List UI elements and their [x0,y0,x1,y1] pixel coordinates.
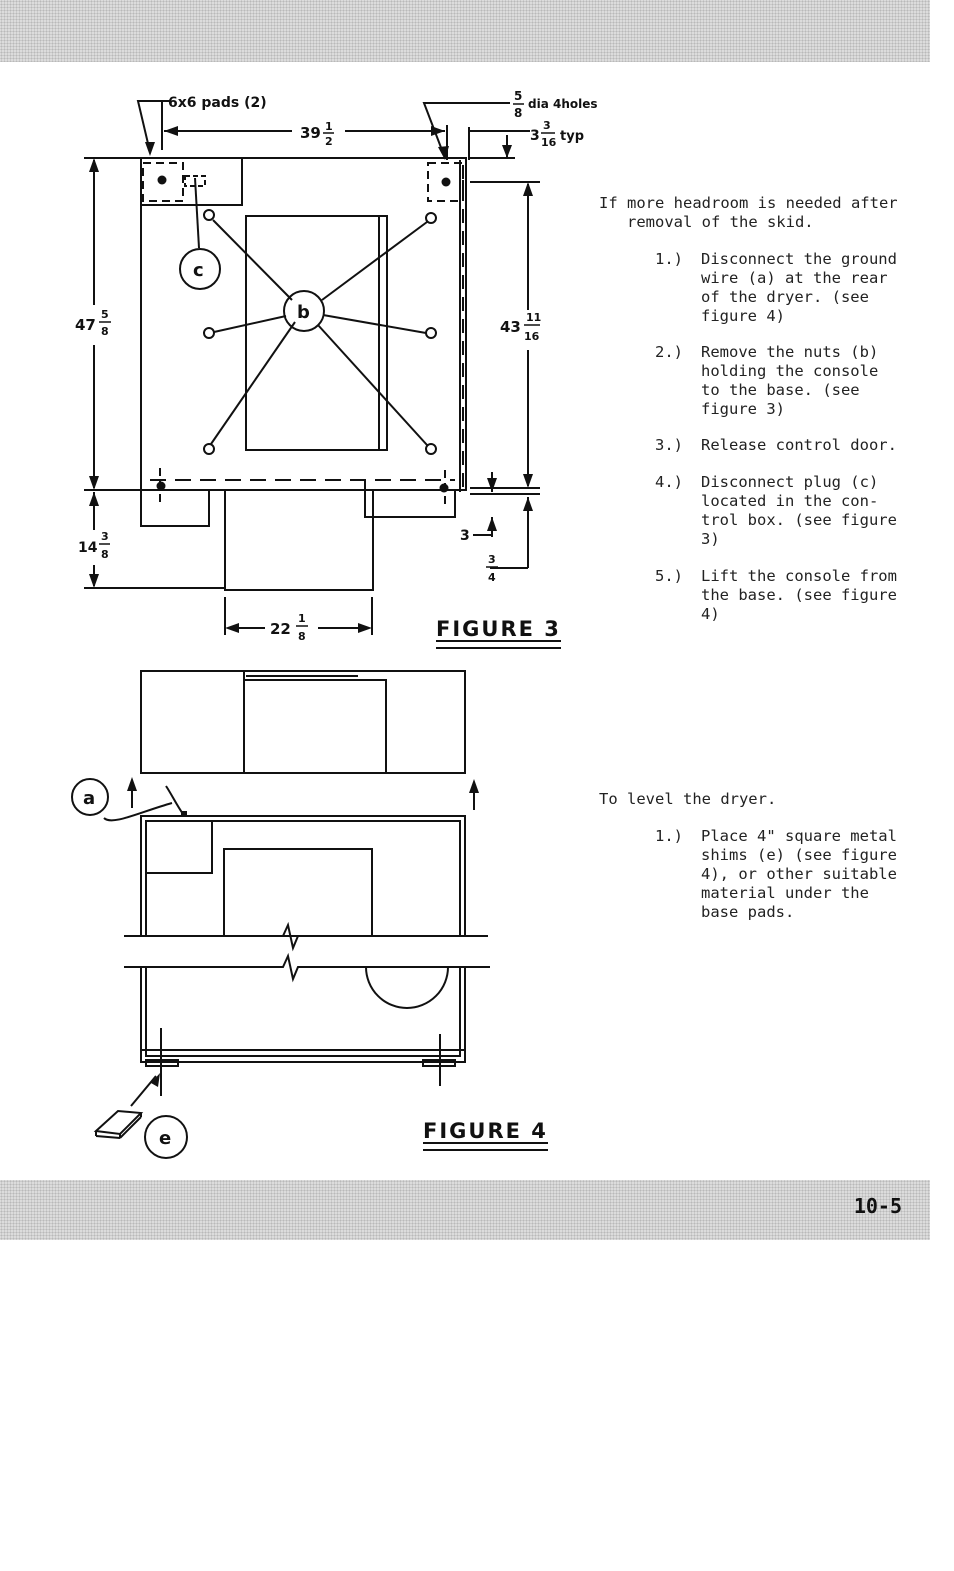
step-number: 2.) [655,343,683,361]
headroom-step-2: 2.) Remove the nuts (b) holding the cons… [655,343,915,419]
level-step-1: 1.) Place 4" square metal shims (e) (see… [655,827,915,922]
step-line: of the dryer. (see [701,288,869,306]
headroom-step-4: 4.) Disconnect plug (c) located in the c… [655,473,915,549]
callout-b: b [297,302,310,323]
callout-e: e [159,1128,171,1149]
offset-dim-num: 3 [543,119,551,132]
console-outline [140,670,466,774]
step-number: 3.) [655,436,683,454]
headroom-step-5: 5.) Lift the console from the base. (see… [655,567,915,624]
intro-line: To level the dryer. [599,790,777,808]
base-dim-num: 3 [101,530,109,543]
step-line: Remove the nuts (b) [701,343,879,361]
step-line: shims (e) (see figure [701,846,897,864]
step-line: holding the console [701,362,879,380]
bottom-footer-band [0,1180,930,1240]
step-line: wire (a) at the rear [701,269,888,287]
figure-4-drawing: a e [71,670,490,1159]
small-dim-label: 3 [460,528,470,544]
width-dim-den: 2 [325,135,333,148]
step-line: Lift the console from [701,567,897,585]
control-box [140,157,243,206]
step-line: Release control door. [701,436,897,454]
top-header-band [0,0,930,62]
width-dim-num: 1 [325,120,333,133]
page-number: 10-5 [853,1194,902,1218]
level-intro: To level the dryer. [599,790,776,809]
headroom-intro: If more headroom is needed after removal… [599,194,898,232]
holes-label: dia 4holes [528,97,598,111]
frac-dim-num: 3 [488,553,496,566]
step-line: 4), or other suitable [701,865,897,883]
callout-c: c [193,260,204,281]
offset-dim-den: 16 [541,136,557,149]
step-line: Disconnect plug (c) [701,473,879,491]
step-line: the base. (see figure [701,586,897,604]
step-line: figure 4) [701,307,785,325]
door-panel [245,215,388,451]
width-dim-whole: 39 [300,124,321,142]
frac-dim-den: 4 [488,571,496,584]
figure-3-caption: FIGURE 3 [436,617,561,649]
step-line: base pads. [701,903,795,921]
cabinet-outline [140,157,467,491]
height-dim-den: 8 [101,325,109,338]
step-line: 3) [701,530,720,548]
offset-dim-whole: 3 [530,128,540,144]
inner-dim-den: 16 [524,330,540,343]
height-dim-num: 5 [101,308,109,321]
pads-label: 6x6 pads (2) [168,95,267,111]
base-dim-den: 8 [101,548,109,561]
headroom-step-1: 1.) Disconnect the ground wire (a) at th… [655,250,915,326]
step-number: 1.) [655,827,683,845]
height-dim-whole: 47 [75,316,96,334]
holes-fraction-den: 8 [514,106,522,120]
step-line: to the base. (see [701,381,860,399]
step-line: trol box. (see figure [701,511,897,529]
step-number: 5.) [655,567,683,585]
base-width-den: 8 [298,630,306,643]
headroom-step-3: 3.) Release control door. [655,436,915,455]
inner-dim-whole: 43 [500,318,521,336]
step-line: Disconnect the ground [701,250,897,268]
inner-dim-num: 11 [526,311,541,324]
offset-dim-suffix: typ [560,129,584,144]
base-width-whole: 22 [270,620,291,638]
base-width-num: 1 [298,612,306,625]
callout-a: a [83,788,95,809]
holes-fraction-num: 5 [514,89,522,103]
step-line: figure 3) [701,400,785,418]
figure-4-caption: FIGURE 4 [423,1119,548,1151]
step-number: 4.) [655,473,683,491]
intro-line: If more headroom is needed after [599,194,898,212]
base-dim-whole: 14 [78,540,98,556]
step-line: Place 4" square metal [701,827,897,845]
intro-line: removal of the skid. [627,213,814,231]
figure-3-drawing: 6x6 pads (2) 5 8 dia 4holes 39 1 2 3 3 1… [75,89,598,643]
step-line: located in the con- [701,492,879,510]
step-line: 4) [701,605,720,623]
step-line: material under the [701,884,869,902]
step-number: 1.) [655,250,683,268]
